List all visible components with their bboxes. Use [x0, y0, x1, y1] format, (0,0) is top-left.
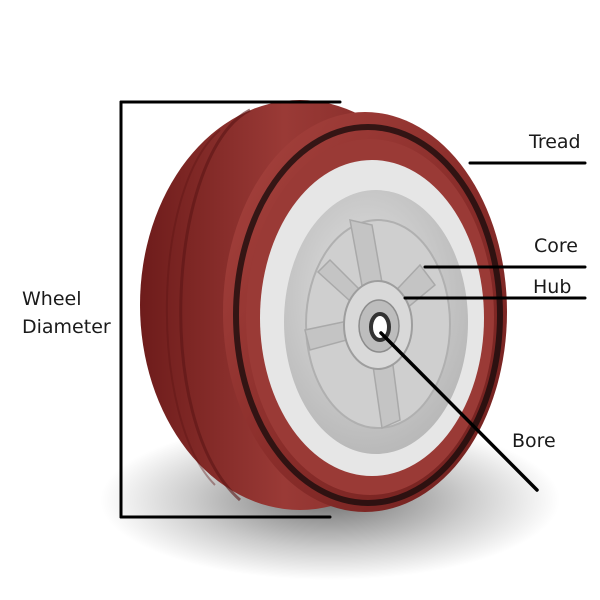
tread-inner-shadow: [233, 124, 503, 506]
leader-lines: [119, 100, 587, 519]
wheel-diameter-label-line1: Wheel: [22, 288, 82, 310]
bore: [369, 312, 391, 342]
tread-groove-2: [165, 129, 221, 486]
bore-label: Bore: [512, 430, 556, 452]
core-label: Core: [534, 235, 578, 257]
hub-label: Hub: [533, 276, 572, 298]
tread-label: Tread: [529, 131, 581, 153]
bore-leader: [379, 331, 539, 492]
wheel-diameter-label: Wheel Diameter: [22, 285, 111, 341]
tread-groove: [179, 108, 251, 502]
wheel-diameter-label-line2: Diameter: [22, 316, 111, 338]
